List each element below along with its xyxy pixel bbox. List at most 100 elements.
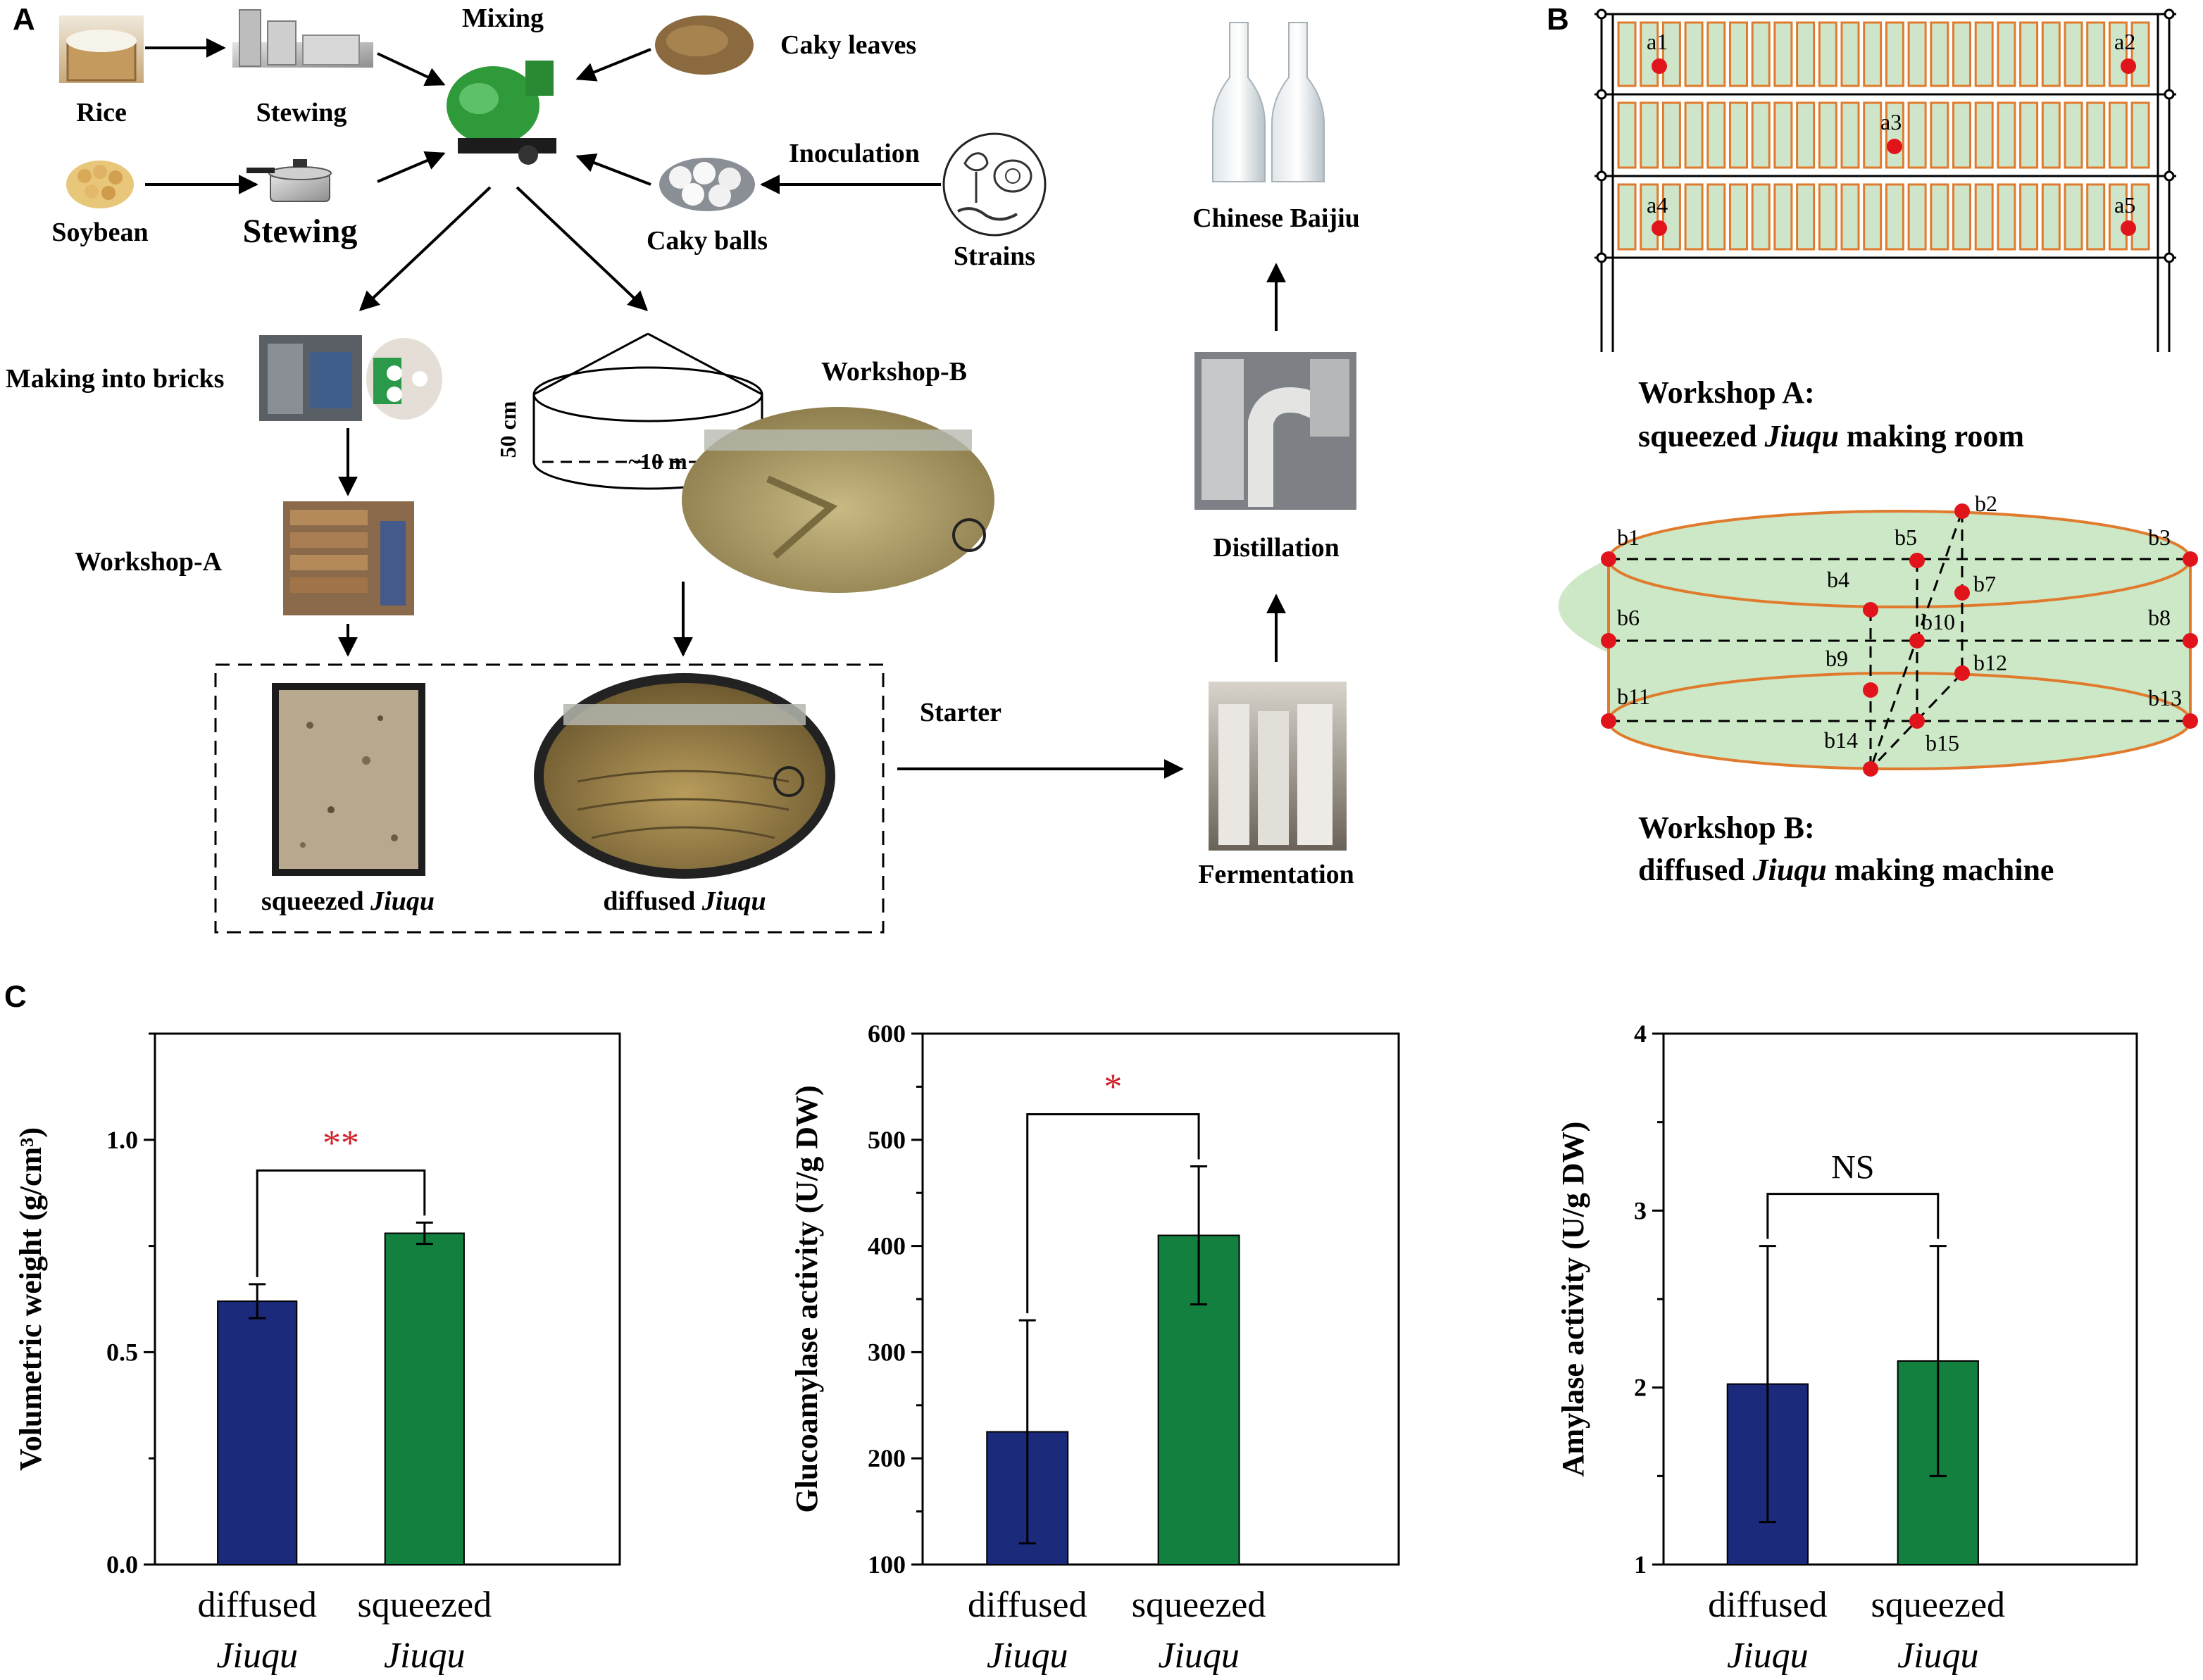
shelf-slot (1952, 183, 1971, 251)
point-b12 (1954, 665, 1970, 681)
point-b1-label: b1 (1617, 525, 1640, 550)
shelf-slot (1818, 183, 1837, 251)
shelf-slot (1751, 101, 1771, 169)
pressure-cooker-image (246, 159, 332, 202)
shelf-slot (1684, 183, 1704, 251)
point-b8-label: b8 (2148, 605, 2171, 630)
y-tick-label: 2 (1634, 1374, 1647, 1402)
y-axis-label: Amylase activity (U/g DW) (1556, 1122, 1590, 1477)
shelf-slot (1930, 101, 1949, 169)
significance-label: NS (1831, 1149, 1874, 1186)
shelf-slot (2086, 183, 2106, 251)
point-b14-label: b14 (1824, 727, 1858, 753)
workshop-b-photo (682, 407, 994, 593)
shelf-slot (1997, 21, 2016, 87)
shelf-slot (1796, 21, 1816, 87)
stewing-label-2: Stewing (243, 213, 358, 250)
stewing-label-1: Stewing (256, 98, 347, 127)
shelf-slot (1751, 21, 1771, 87)
y-tick-label: 0.5 (106, 1338, 138, 1366)
y-tick-label: 200 (868, 1444, 906, 1472)
point-a5-label: a5 (2114, 192, 2135, 218)
shelf-slot (2019, 21, 2039, 87)
shelf-slot (2041, 21, 2061, 87)
y-axis-label: Glucoamylase activity (U/g DW) (790, 1085, 824, 1512)
shelf-slot (1661, 183, 1681, 251)
strains-image (942, 132, 1047, 237)
shelf-slot (1684, 101, 1704, 169)
shelf-slot (1661, 21, 1681, 87)
diameter-value: 10 m (640, 449, 687, 474)
y-tick-label: 500 (868, 1126, 906, 1154)
shelf-slots (1617, 21, 2150, 251)
y-tick-label: 600 (868, 1020, 906, 1048)
category-label: squeezed (1132, 1585, 1266, 1625)
caky-leaves-label: Caky leaves (780, 30, 916, 60)
shelf-slot (1863, 21, 1883, 87)
point-b8 (2183, 633, 2198, 648)
soybean-image (66, 161, 134, 208)
y-tick-label: 100 (868, 1550, 906, 1579)
squeezed-word: squeezed (261, 886, 370, 916)
shelf-slot (1640, 101, 1659, 169)
category-label: diffused (968, 1585, 1087, 1625)
shelf-slot (2064, 101, 2083, 169)
shelf-slot (1796, 183, 1816, 251)
point-b7-label: b7 (1973, 571, 1996, 596)
y-tick-label: 4 (1634, 1020, 1647, 1048)
point-a3-label: a3 (1880, 109, 1902, 134)
shelf-slot (1952, 101, 1971, 169)
y-tick-label: 300 (868, 1338, 906, 1366)
fermentation-label: Fermentation (1198, 860, 1354, 889)
category-label: diffused (1708, 1585, 1827, 1625)
point-b4 (1863, 602, 1878, 618)
jiuqu-word-1: Jiuqu (370, 886, 435, 916)
point-b11 (1601, 713, 1616, 729)
shelf-slot (1706, 101, 1726, 169)
point-a4-label: a4 (1647, 192, 1668, 218)
workshop-b-subtitle: diffused Jiuqu making machine (1638, 853, 2054, 887)
making-bricks-label: Making into bricks (6, 364, 224, 394)
shelf-slot (1818, 101, 1837, 169)
category-label-italic: Jiuqu (1727, 1636, 1809, 1676)
significance-bracket (256, 1169, 426, 1277)
rice-label: Rice (76, 98, 127, 127)
machine-cylinder (1558, 510, 2192, 770)
shelf-slot (1930, 21, 1949, 87)
shelf-slot (1773, 183, 1793, 251)
workshop-a-sub-post: making room (1839, 419, 2024, 453)
significance-bracket (1766, 1193, 1940, 1239)
point-a2 (2121, 58, 2136, 74)
category-label-italic: Jiuqu (384, 1636, 466, 1676)
workshop-a-subtitle: squeezed Jiuqu making room (1638, 419, 2024, 453)
workshop-a-label: Workshop-A (75, 547, 223, 577)
point-b10-label: b10 (1921, 609, 1955, 634)
shelf-slot (2108, 101, 2128, 169)
shelf-slot (1907, 183, 1927, 251)
workshop-b-sub-italic: Jiuqu (1752, 853, 1827, 887)
bar-diffused (217, 1300, 298, 1565)
shelf-slot (1773, 21, 1793, 87)
point-a5 (2121, 220, 2136, 236)
starter-label: Starter (920, 698, 1001, 727)
point-b5-label: b5 (1895, 525, 1917, 550)
panel-label-c: C (4, 979, 27, 1014)
shelf-slot (2130, 183, 2150, 251)
shelf-slot (1885, 21, 1904, 87)
caky-leaves-image (655, 15, 754, 75)
shelf-slot (1729, 21, 1748, 87)
point-b2 (1954, 503, 1970, 519)
diffused-jiuqu-label: diffused Jiuqu (603, 886, 766, 916)
shelf-slot (1952, 21, 1971, 87)
shelf-slot (2019, 101, 2039, 169)
point-b11-label: b11 (1617, 684, 1650, 709)
distillation-label: Distillation (1213, 533, 1339, 563)
inoculation-label: Inoculation (789, 139, 920, 168)
shelf-slot (1840, 21, 1860, 87)
significance-label: * (1104, 1067, 1122, 1108)
